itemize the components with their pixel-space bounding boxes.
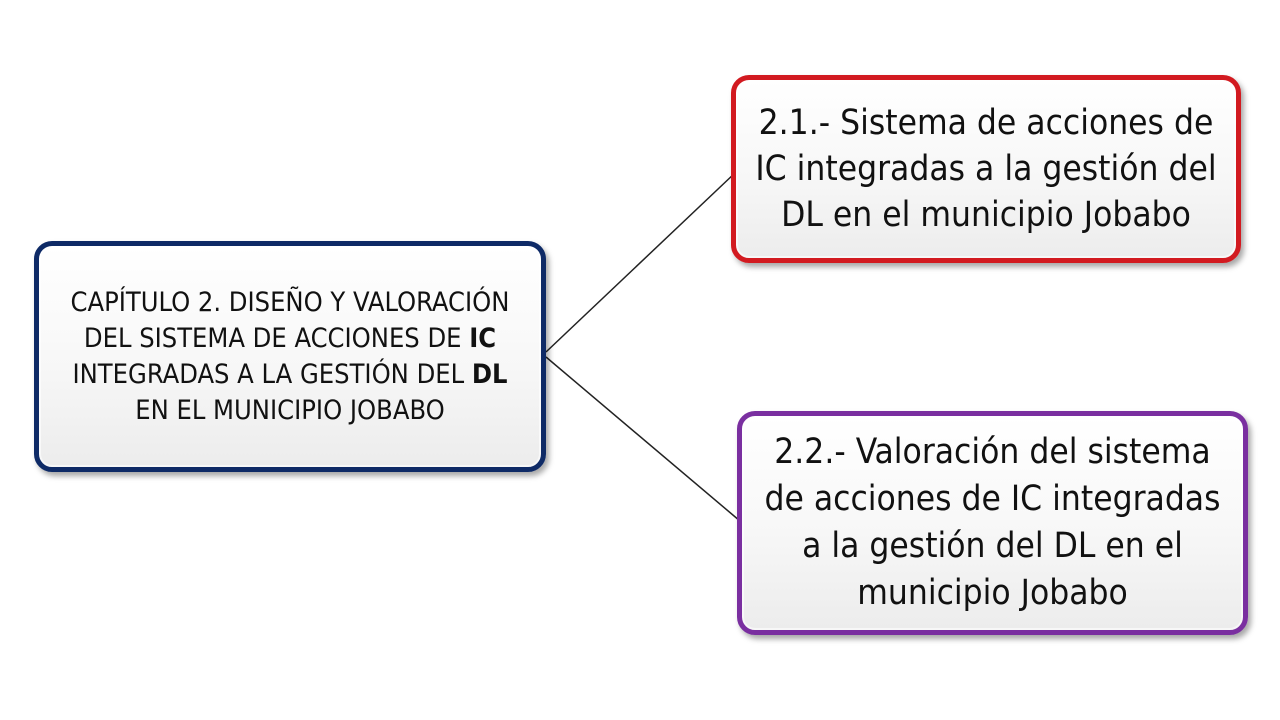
section-2-1-node: 2.1.- Sistema de acciones de IC integrad… [731, 75, 1241, 263]
connector-line-to-2-1 [545, 171, 737, 353]
section-2-1-label: 2.1.- Sistema de acciones de IC integrad… [755, 103, 1217, 235]
chapter-2-node: CAPÍTULO 2. DISEÑO Y VALORACIÓN DEL SIST… [34, 241, 546, 472]
connector-line-to-2-2 [545, 356, 741, 522]
chapter-2-label: CAPÍTULO 2. DISEÑO Y VALORACIÓN DEL SIST… [70, 286, 510, 426]
section-2-2-node: 2.2.- Valoración del sistema de acciones… [737, 411, 1248, 635]
section-2-2-label: 2.2.- Valoración del sistema de acciones… [764, 432, 1221, 613]
